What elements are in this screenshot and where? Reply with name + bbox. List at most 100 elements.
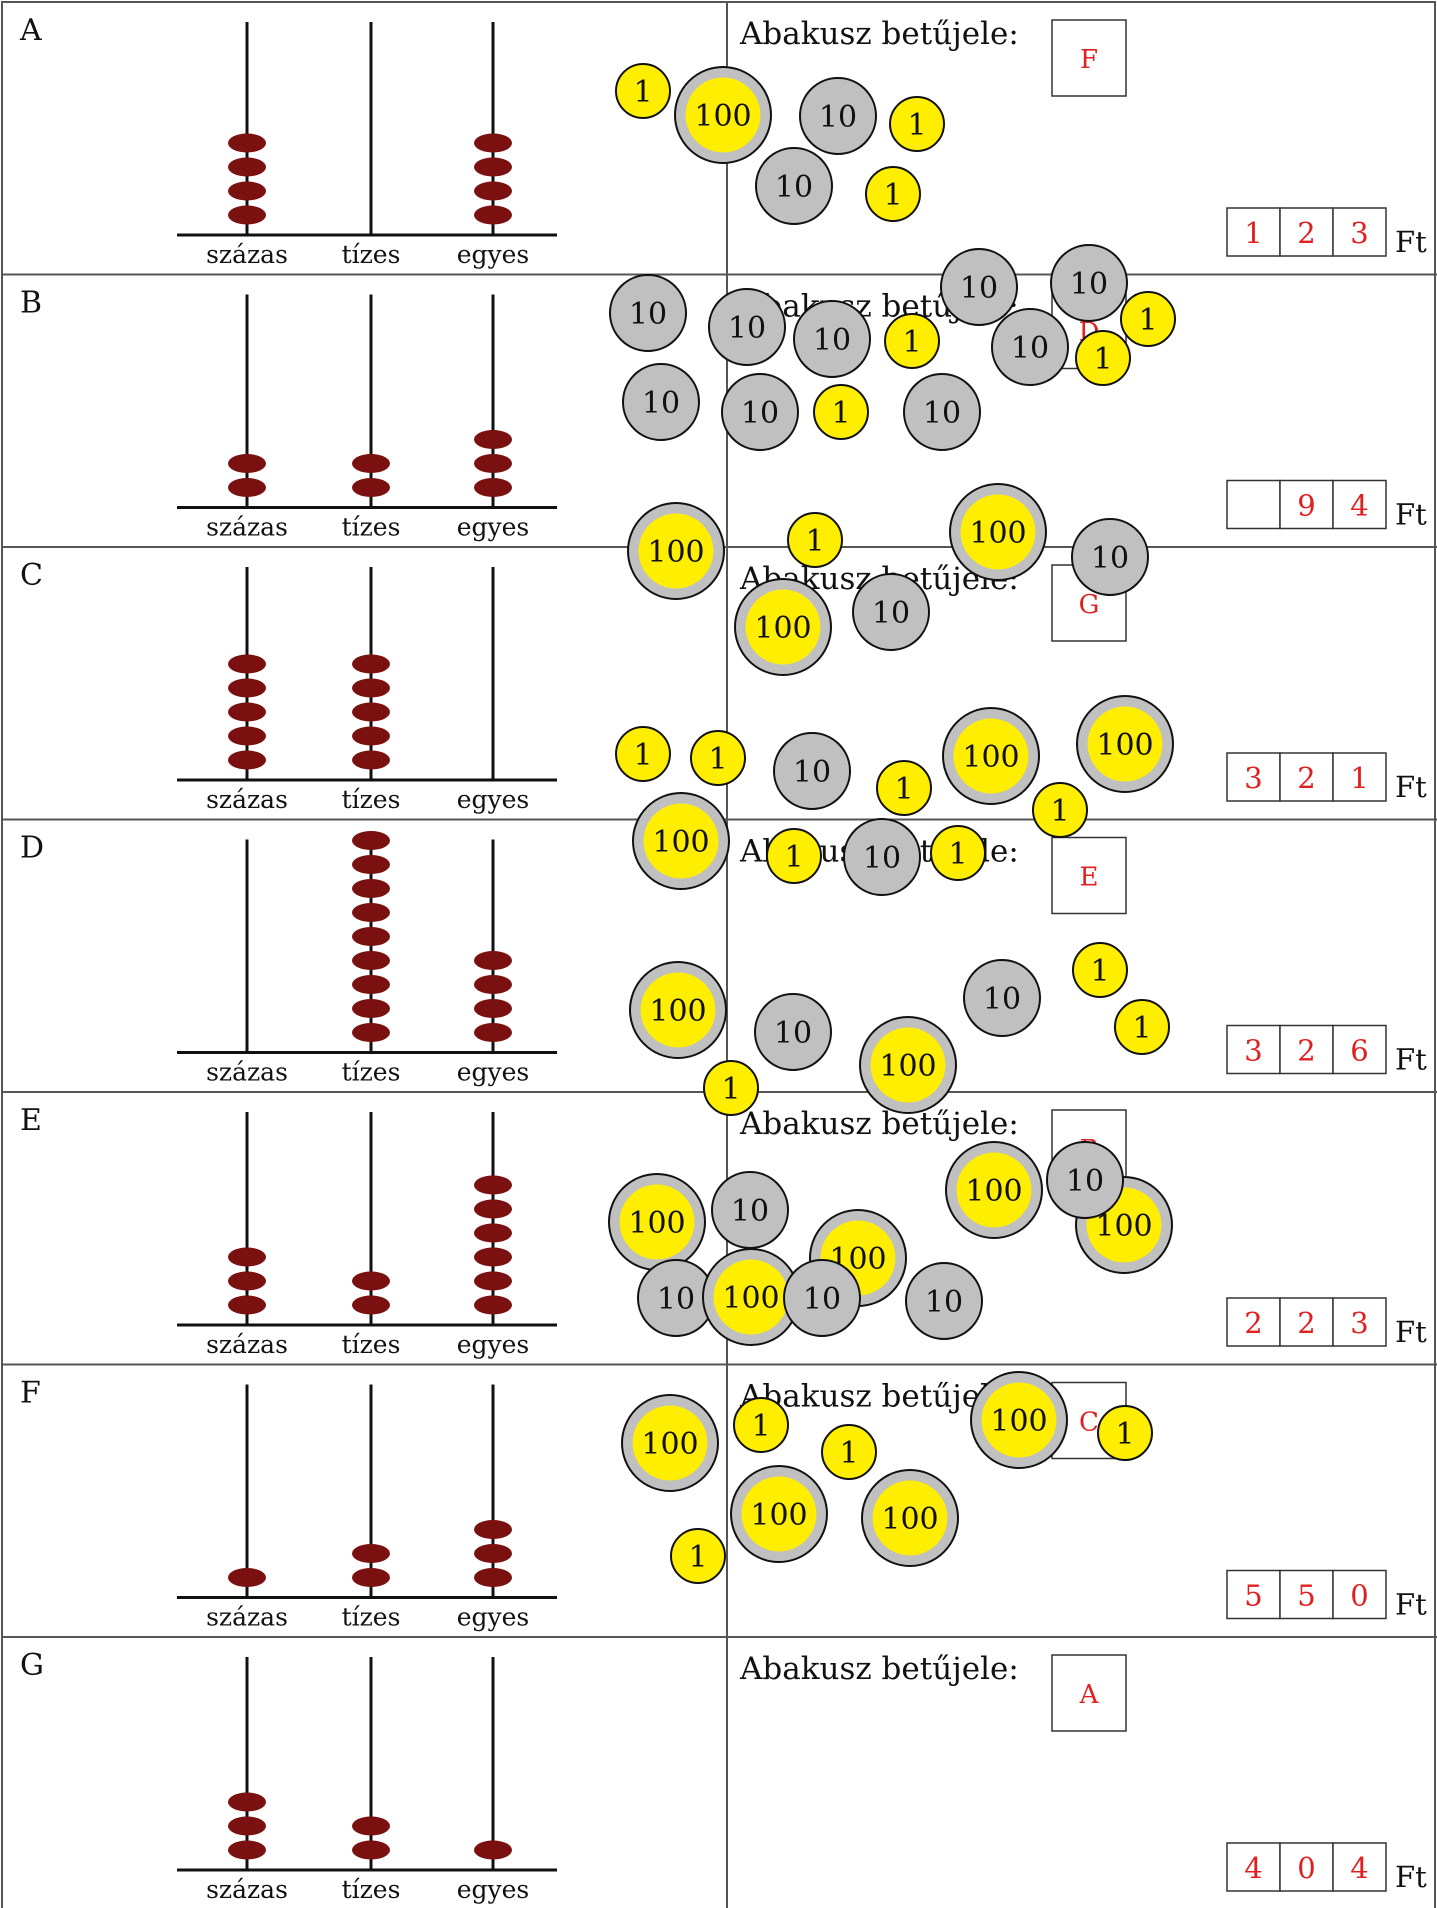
- abacus-bead: [228, 1296, 266, 1315]
- amount-digit-box[interactable]: [1227, 481, 1280, 529]
- row-letter: A: [19, 13, 42, 48]
- worksheet-rows: AszázastízesegyesAbakusz betűjele:F11001…: [19, 13, 1427, 1904]
- column-label: százas: [206, 1603, 288, 1632]
- amount-digit: 2: [1297, 1034, 1315, 1068]
- coin-10: 10: [992, 309, 1068, 385]
- amount-digit: 5: [1244, 1579, 1262, 1613]
- coin-1: 1: [691, 731, 745, 785]
- coin-1: 1: [931, 826, 985, 880]
- abacus-bead: [474, 158, 512, 177]
- abacus-bead: [228, 1841, 266, 1860]
- abacus-bead: [228, 655, 266, 674]
- coin-value: 100: [649, 994, 706, 1029]
- amount-digit: 9: [1297, 489, 1315, 523]
- abacus-bead: [352, 454, 390, 473]
- coin-value: 10: [925, 1285, 963, 1320]
- amount-digit: 1: [1244, 216, 1262, 250]
- amount-field: 94: [1227, 481, 1386, 529]
- abacus-bead: [228, 158, 266, 177]
- answer-letter: A: [1079, 1680, 1100, 1710]
- abacus-bead: [352, 999, 390, 1018]
- abacus-prompt: Abakusz betűjele:: [739, 1106, 1019, 1142]
- coin-1: 1: [616, 727, 670, 781]
- amount-field: 550: [1227, 1571, 1386, 1619]
- amount-digit: 4: [1350, 489, 1368, 523]
- coin-value: 10: [923, 396, 961, 431]
- abacus-bead: [474, 1568, 512, 1587]
- coin-group: 1001010010010010101001010: [609, 1142, 1172, 1345]
- coin-value: 10: [872, 596, 910, 631]
- coin-100: 100: [862, 1470, 958, 1566]
- abacus-bead: [352, 1296, 390, 1315]
- column-label: százas: [206, 513, 288, 542]
- coin-value: 100: [1095, 1209, 1152, 1244]
- worksheet-row: BszázastízesegyesAbakusz betűjele:D10101…: [20, 245, 1427, 542]
- column-label: tízes: [342, 785, 401, 814]
- abacus-bead: [352, 727, 390, 746]
- coin-1: 1: [1115, 1000, 1169, 1054]
- abacus-bead: [352, 951, 390, 970]
- coin-value: 1: [721, 1072, 740, 1107]
- abacus-bead: [474, 478, 512, 497]
- coin-100: 100: [735, 579, 831, 675]
- currency-label: Ft: [1395, 1315, 1427, 1349]
- coin-100: 100: [860, 1017, 956, 1113]
- coin-1: 1: [822, 1425, 876, 1479]
- coin-100: 100: [633, 793, 729, 889]
- coin-value: 1: [633, 738, 652, 773]
- coin-group: 1100101101: [616, 64, 944, 224]
- coin-1: 1: [890, 97, 944, 151]
- coin-1: 1: [671, 1529, 725, 1583]
- abacus-bead: [474, 951, 512, 970]
- amount-digit: 2: [1297, 1306, 1315, 1340]
- row-letter: B: [20, 286, 42, 321]
- coin-1: 1: [1076, 331, 1130, 385]
- abacus-bead: [352, 1841, 390, 1860]
- column-label: százas: [206, 785, 288, 814]
- column-label: egyes: [457, 1058, 530, 1087]
- amount-digit: 2: [1297, 216, 1315, 250]
- abacus-bead: [474, 1248, 512, 1267]
- abacus-bead: [474, 1224, 512, 1243]
- coin-value: 1: [751, 1409, 770, 1444]
- coin-value: 100: [652, 825, 709, 860]
- coin-1: 1: [877, 761, 931, 815]
- answer-letter: F: [1080, 45, 1098, 75]
- coin-100: 100: [971, 1372, 1067, 1468]
- amount-digit: 2: [1244, 1306, 1262, 1340]
- abacus-bead: [228, 1793, 266, 1812]
- abacus-bead: [228, 206, 266, 225]
- abacus-bead: [352, 975, 390, 994]
- abacus-bead: [228, 1568, 266, 1587]
- abacus-bead: [474, 454, 512, 473]
- abacus: százastízesegyes: [177, 567, 557, 814]
- coin-value: 10: [657, 1282, 695, 1317]
- coin-value: 10: [774, 1016, 812, 1051]
- coin-1: 1: [866, 167, 920, 221]
- coin-value: 100: [881, 1502, 938, 1537]
- abacus-bead: [352, 478, 390, 497]
- column-label: tízes: [342, 1058, 401, 1087]
- coin-value: 10: [741, 396, 779, 431]
- coin-10: 10: [904, 374, 980, 450]
- coin-10: 10: [774, 733, 850, 809]
- currency-label: Ft: [1395, 770, 1427, 804]
- abacus-bead: [474, 182, 512, 201]
- abacus-bead: [352, 751, 390, 770]
- abacus-bead: [352, 679, 390, 698]
- coin-10: 10: [722, 374, 798, 450]
- coin-value: 10: [1091, 541, 1129, 576]
- abacus-bead: [474, 1023, 512, 1042]
- abacus-bead: [474, 1296, 512, 1315]
- coin-100: 100: [1077, 696, 1173, 792]
- coin-10: 10: [756, 148, 832, 224]
- coin-value: 1: [1138, 303, 1157, 338]
- coin-value: 10: [728, 311, 766, 346]
- row-letter: E: [20, 1103, 42, 1138]
- abacus-bead: [228, 1248, 266, 1267]
- answer-letter: C: [1079, 1408, 1099, 1438]
- abacus-bead: [228, 454, 266, 473]
- abacus-bead: [474, 1544, 512, 1563]
